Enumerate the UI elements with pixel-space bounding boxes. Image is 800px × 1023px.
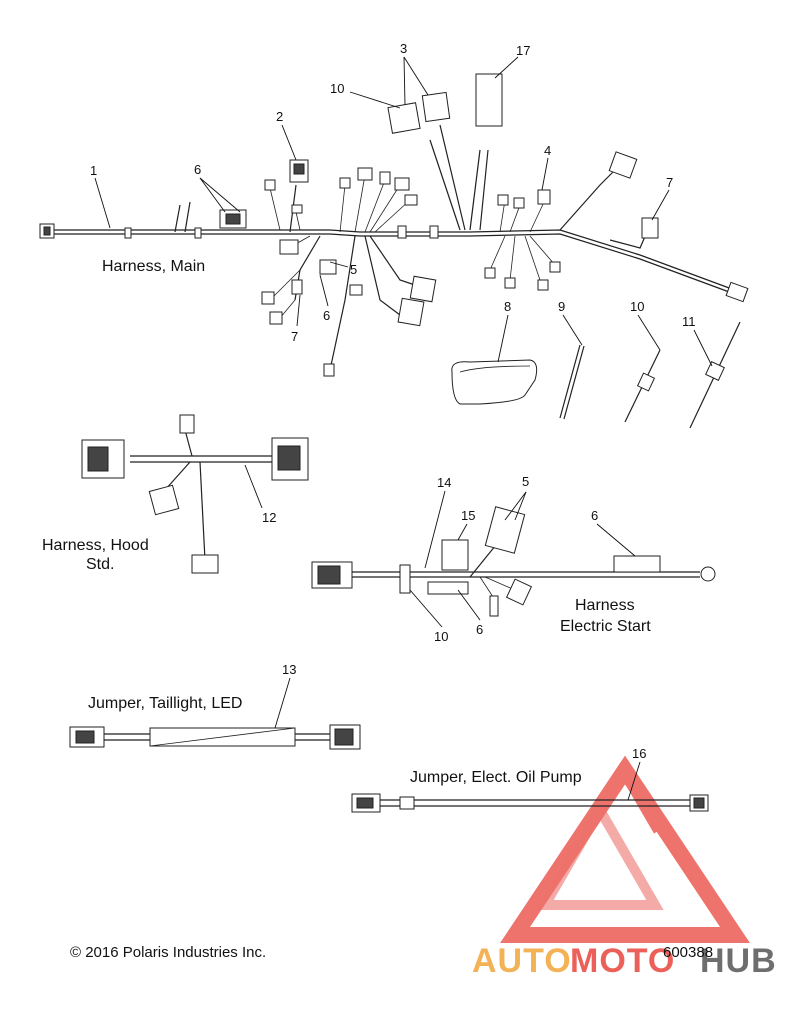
leader-lines — [94, 56, 713, 801]
callout-6-main: 6 — [194, 162, 201, 177]
callout-2: 2 — [276, 109, 283, 124]
callout-numbers: 1 2 3 10 17 4 7 6 5 6 7 8 9 10 11 12 14 … — [90, 41, 696, 761]
callout-7-right: 7 — [666, 175, 673, 190]
label-harness-electric: Harness — [575, 597, 635, 614]
callout-12: 12 — [262, 510, 276, 525]
callout-13: 13 — [282, 662, 296, 677]
callout-3: 3 — [400, 41, 407, 56]
callout-5-electric: 5 — [522, 474, 529, 489]
callout-4: 4 — [544, 143, 551, 158]
watermark-word-moto: MOTO — [570, 942, 675, 980]
callout-7-lower: 7 — [291, 329, 298, 344]
label-harness-hood: Harness, Hood — [42, 537, 149, 554]
callout-10-loose: 10 — [630, 299, 644, 314]
diagram-part-number: 600388 — [663, 944, 714, 961]
watermark-word-auto: AUTO — [472, 942, 572, 980]
callout-11: 11 — [682, 314, 696, 329]
label-jumper-oil-pump: Jumper, Elect. Oil Pump — [410, 769, 582, 786]
callout-8: 8 — [504, 299, 511, 314]
harness-hood — [81, 414, 309, 574]
jumper-taillight — [69, 724, 361, 750]
callout-10-top: 10 — [330, 81, 344, 96]
jumper-oil-pump — [351, 793, 709, 813]
callout-16: 16 — [632, 746, 646, 761]
callout-9: 9 — [558, 299, 565, 314]
callout-10-electric: 10 — [434, 629, 448, 644]
label-jumper-taillight: Jumper, Taillight, LED — [88, 695, 242, 712]
harness-electric-start — [311, 506, 716, 617]
label-harness-electric-start: Electric Start — [560, 618, 651, 635]
callout-5-main: 5 — [350, 262, 357, 277]
label-harness-hood-std: Std. — [86, 556, 114, 573]
callout-14: 14 — [437, 475, 451, 490]
callout-6-lower: 6 — [323, 308, 330, 323]
watermark-text: AUTO MOTO HUB — [472, 942, 777, 980]
watermark-word-hub: HUB — [700, 942, 777, 980]
callout-6-electric-right: 6 — [591, 508, 598, 523]
harness-main — [39, 73, 749, 377]
loose-parts — [451, 321, 741, 429]
callout-1: 1 — [90, 163, 97, 178]
callout-17: 17 — [516, 43, 530, 58]
copyright-notice: © 2016 Polaris Industries Inc. — [70, 944, 267, 961]
callout-6-electric-lower: 6 — [476, 622, 483, 637]
callout-15: 15 — [461, 508, 475, 523]
label-harness-main: Harness, Main — [102, 258, 205, 275]
assembly-labels: Harness, Main Harness, Hood Std. Harness… — [42, 258, 651, 786]
